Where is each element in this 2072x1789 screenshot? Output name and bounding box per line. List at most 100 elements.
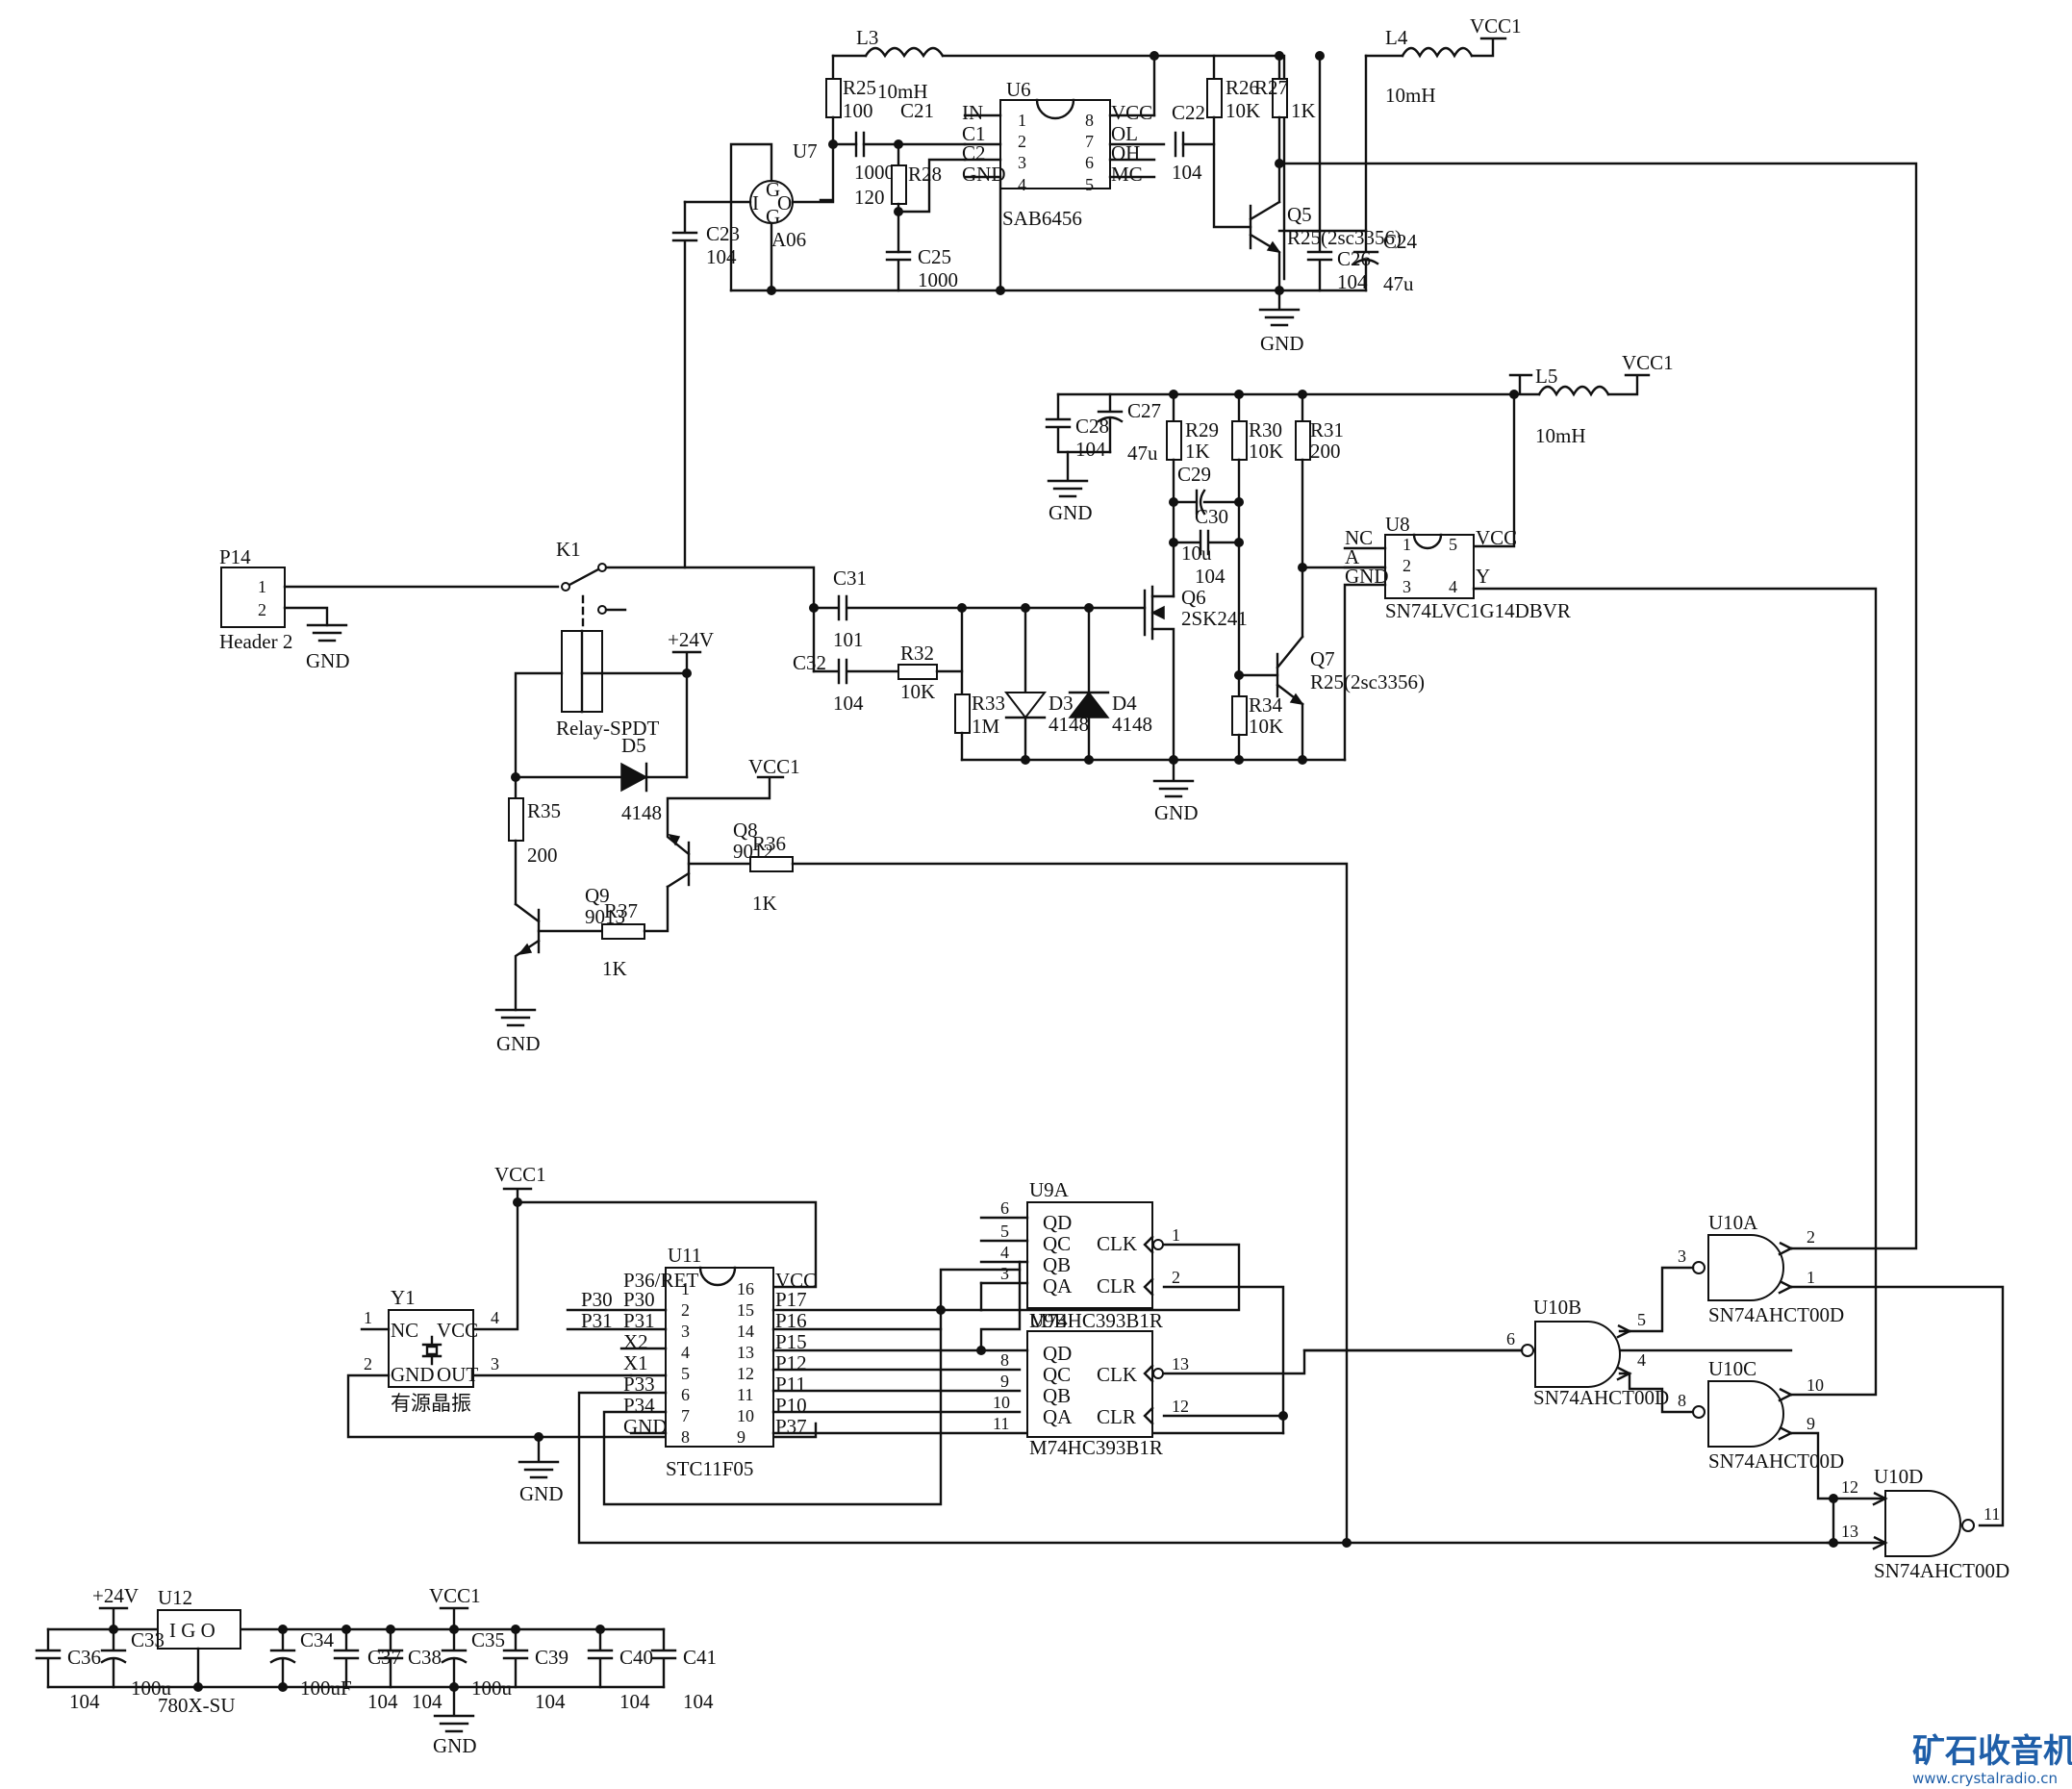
svg-text:GND: GND bbox=[1260, 332, 1304, 355]
resistor-r30: R30 10K bbox=[1231, 392, 1283, 702]
svg-text:104: 104 bbox=[683, 1690, 714, 1713]
svg-text:C41: C41 bbox=[683, 1646, 717, 1669]
svg-text:2: 2 bbox=[258, 600, 266, 619]
capacitor-c29: C29 10u bbox=[1172, 463, 1241, 565]
svg-text:GND: GND bbox=[519, 1482, 564, 1505]
svg-text:4: 4 bbox=[1449, 577, 1457, 596]
svg-text:L3: L3 bbox=[856, 26, 878, 49]
capacitor-c28: C28 104 bbox=[1045, 392, 1112, 461]
diode-d5: D5 4148 bbox=[514, 734, 689, 824]
svg-text:SN74AHCT00D: SN74AHCT00D bbox=[1708, 1303, 1844, 1326]
svg-text:I G O: I G O bbox=[169, 1619, 215, 1642]
capacitor-c22: C22 104 bbox=[1172, 101, 1216, 184]
svg-text:P34: P34 bbox=[623, 1394, 655, 1417]
capacitor-c34: C34 100uF bbox=[269, 1627, 352, 1700]
svg-text:2: 2 bbox=[1018, 132, 1026, 151]
svg-text:1: 1 bbox=[1172, 1225, 1180, 1245]
svg-text:12: 12 bbox=[1172, 1397, 1189, 1416]
ic-u8-sn74lvc1g14: U8 SN74LVC1G14DBVR NC A GND 1 2 3 5 4 VC… bbox=[1343, 513, 1878, 1397]
svg-text:NC: NC bbox=[391, 1319, 418, 1342]
svg-text:O: O bbox=[777, 191, 792, 214]
svg-text:CLK: CLK bbox=[1097, 1232, 1137, 1255]
svg-text:VCC: VCC bbox=[775, 1269, 817, 1292]
svg-text:D4: D4 bbox=[1112, 692, 1137, 715]
resistor-r37: R37 1K bbox=[601, 885, 670, 980]
svg-text:GND: GND bbox=[1154, 801, 1199, 824]
svg-text:U10D: U10D bbox=[1874, 1465, 1923, 1488]
svg-text:104: 104 bbox=[412, 1690, 442, 1713]
svg-text:C38: C38 bbox=[408, 1646, 442, 1669]
svg-text:10: 10 bbox=[1807, 1375, 1824, 1395]
svg-text:R34: R34 bbox=[1249, 693, 1283, 717]
component-u7-a06: U7 A06 I G G O bbox=[683, 139, 835, 292]
svg-text:7: 7 bbox=[1085, 132, 1094, 151]
svg-text:5: 5 bbox=[1449, 535, 1457, 554]
svg-text:SN74AHCT00D: SN74AHCT00D bbox=[1708, 1449, 1844, 1473]
svg-text:1000: 1000 bbox=[918, 268, 958, 291]
svg-text:5: 5 bbox=[681, 1364, 690, 1383]
svg-text:10K: 10K bbox=[1249, 440, 1283, 463]
resistor-r32: R32 10K bbox=[897, 642, 964, 703]
svg-text:R26: R26 bbox=[1226, 76, 1259, 99]
counter-u9a: U9A M74HC393B1R QD QC QB QA CLK CLR 6 5 … bbox=[979, 1178, 1285, 1435]
svg-text:SN74LVC1G14DBVR: SN74LVC1G14DBVR bbox=[1385, 599, 1571, 622]
svg-text:13: 13 bbox=[737, 1343, 754, 1362]
svg-text:VCC1: VCC1 bbox=[748, 755, 800, 778]
svg-text:2SK241: 2SK241 bbox=[1181, 607, 1248, 630]
svg-text:GND: GND bbox=[306, 649, 350, 672]
svg-text:C36: C36 bbox=[67, 1646, 101, 1669]
svg-text:3: 3 bbox=[681, 1322, 690, 1341]
capacitor-c39: C39 104 bbox=[502, 1627, 569, 1713]
svg-text:1K: 1K bbox=[1291, 99, 1316, 122]
ground-symbol-c28: GND bbox=[1047, 450, 1093, 524]
svg-text:Y: Y bbox=[1476, 565, 1490, 588]
transistor-q5: Q5 R25(2sc3356) bbox=[1249, 200, 1402, 292]
svg-text:U10B: U10B bbox=[1533, 1296, 1581, 1319]
resistor-r25: R25 100 bbox=[819, 76, 876, 202]
svg-text:VCC: VCC bbox=[437, 1319, 478, 1342]
svg-text:1: 1 bbox=[258, 577, 266, 596]
diode-d4: D4 4148 bbox=[1068, 606, 1152, 762]
svg-text:OH: OH bbox=[1111, 141, 1140, 164]
fet-q6-2sk241: Q6 2SK241 bbox=[1087, 585, 1248, 762]
svg-text:10mH: 10mH bbox=[1535, 424, 1586, 447]
svg-text:C2: C2 bbox=[962, 141, 986, 164]
svg-text:4148: 4148 bbox=[621, 801, 662, 824]
svg-text:P15: P15 bbox=[775, 1330, 807, 1353]
svg-text:2: 2 bbox=[1807, 1227, 1815, 1247]
svg-text:104: 104 bbox=[535, 1690, 566, 1713]
svg-text:GND: GND bbox=[433, 1734, 477, 1757]
svg-text:P33: P33 bbox=[623, 1373, 655, 1396]
svg-text:Q6: Q6 bbox=[1181, 586, 1206, 609]
svg-text:4: 4 bbox=[1637, 1350, 1646, 1370]
svg-text:C28: C28 bbox=[1075, 415, 1109, 438]
svg-text:C31: C31 bbox=[833, 567, 867, 590]
capacitor-c40: C40 104 bbox=[587, 1627, 653, 1713]
nand-gate-u10d: U10D SN74AHCT00D 12 13 11 bbox=[1345, 1465, 2009, 1582]
nand-gate-u10b: U10B SN74AHCT00D 6 5 4 bbox=[1506, 1296, 1695, 1414]
svg-text:13: 13 bbox=[1841, 1522, 1858, 1541]
svg-text:2: 2 bbox=[681, 1300, 690, 1320]
svg-text:U9B: U9B bbox=[1029, 1309, 1068, 1332]
svg-text:QB: QB bbox=[1043, 1384, 1071, 1407]
svg-text:3: 3 bbox=[491, 1354, 499, 1373]
svg-text:www.crystalradio.cn: www.crystalradio.cn bbox=[1912, 1770, 2058, 1787]
counter-u9b: U9B M74HC393B1R QD QC QB QA CLK CLR 8 9 … bbox=[979, 1309, 1793, 1459]
junction-dots bbox=[109, 51, 1838, 1692]
svg-text:2: 2 bbox=[364, 1354, 372, 1373]
svg-text:P14: P14 bbox=[219, 545, 251, 568]
svg-text:C27: C27 bbox=[1127, 399, 1161, 422]
svg-text:U10A: U10A bbox=[1708, 1211, 1758, 1234]
svg-text:U12: U12 bbox=[158, 1586, 192, 1609]
svg-text:P36/RET: P36/RET bbox=[623, 1269, 698, 1292]
svg-text:QB: QB bbox=[1043, 1253, 1071, 1276]
svg-text:QC: QC bbox=[1043, 1363, 1071, 1386]
svg-text:CLR: CLR bbox=[1097, 1405, 1136, 1428]
svg-text:C34: C34 bbox=[300, 1628, 335, 1651]
svg-text:200: 200 bbox=[527, 844, 558, 867]
resistor-r29: R29 1K bbox=[1166, 392, 1219, 598]
svg-text:3: 3 bbox=[1018, 153, 1026, 172]
digital-section: VCC1 Y1 NC VCC GND OUT 有源晶振 1 2 4 3 GND bbox=[346, 1163, 2009, 1582]
capacitor-c36: C36 104 bbox=[35, 1627, 101, 1713]
svg-text:2: 2 bbox=[1402, 556, 1411, 575]
